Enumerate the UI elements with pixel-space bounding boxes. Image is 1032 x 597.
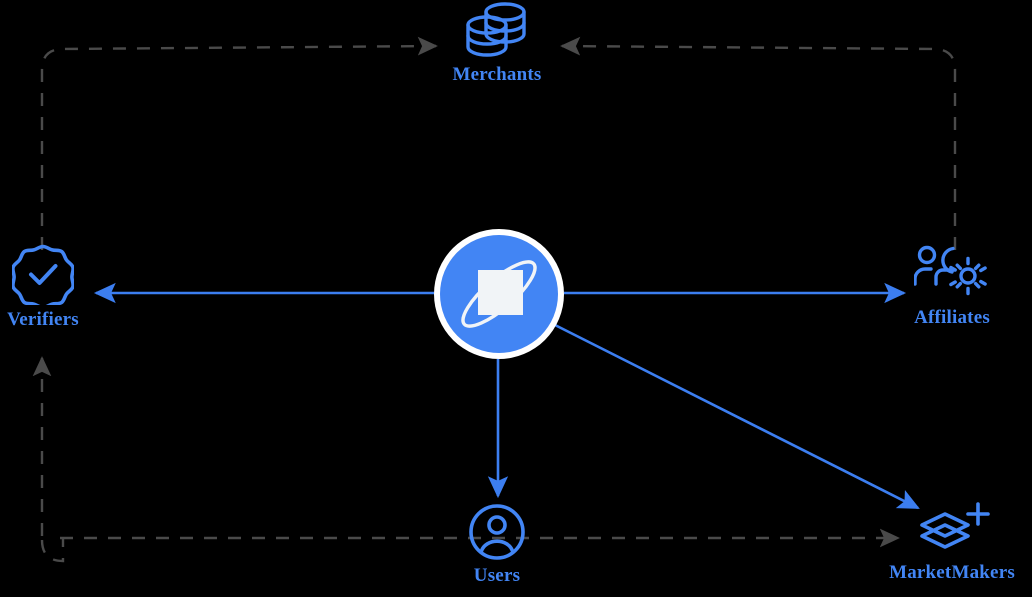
node-marketmakers[interactable]: MarketMakers	[866, 500, 1032, 584]
central-platform-logo[interactable]	[434, 229, 564, 359]
users-gear-icon	[913, 243, 990, 303]
node-label-users: Users	[473, 565, 521, 586]
node-label-affiliates: Affiliates	[914, 307, 990, 328]
verified-badge-check-icon	[11, 243, 75, 310]
edge-marketmakers-to-merchants	[560, 36, 957, 250]
edge-hub-to-marketmakers	[552, 322, 920, 510]
edge-verifiers-to-merchants	[40, 36, 438, 250]
node-affiliates[interactable]: Affiliates	[871, 243, 1032, 329]
layers-plus-icon	[914, 500, 990, 558]
node-label-marketmakers: MarketMakers	[889, 562, 1015, 583]
node-label-merchants: Merchants	[452, 64, 542, 85]
node-merchants[interactable]: Merchants	[416, 0, 578, 86]
coin-stack-icon	[460, 0, 534, 60]
node-users[interactable]: Users	[416, 503, 578, 587]
user-circle-icon	[468, 503, 526, 561]
node-label-verifiers: Verifiers	[7, 309, 79, 330]
node-verifiers[interactable]: Verifiers	[0, 243, 124, 331]
orbit-square-logo-icon	[461, 260, 537, 328]
edge-bottom-left-corner	[40, 538, 65, 563]
